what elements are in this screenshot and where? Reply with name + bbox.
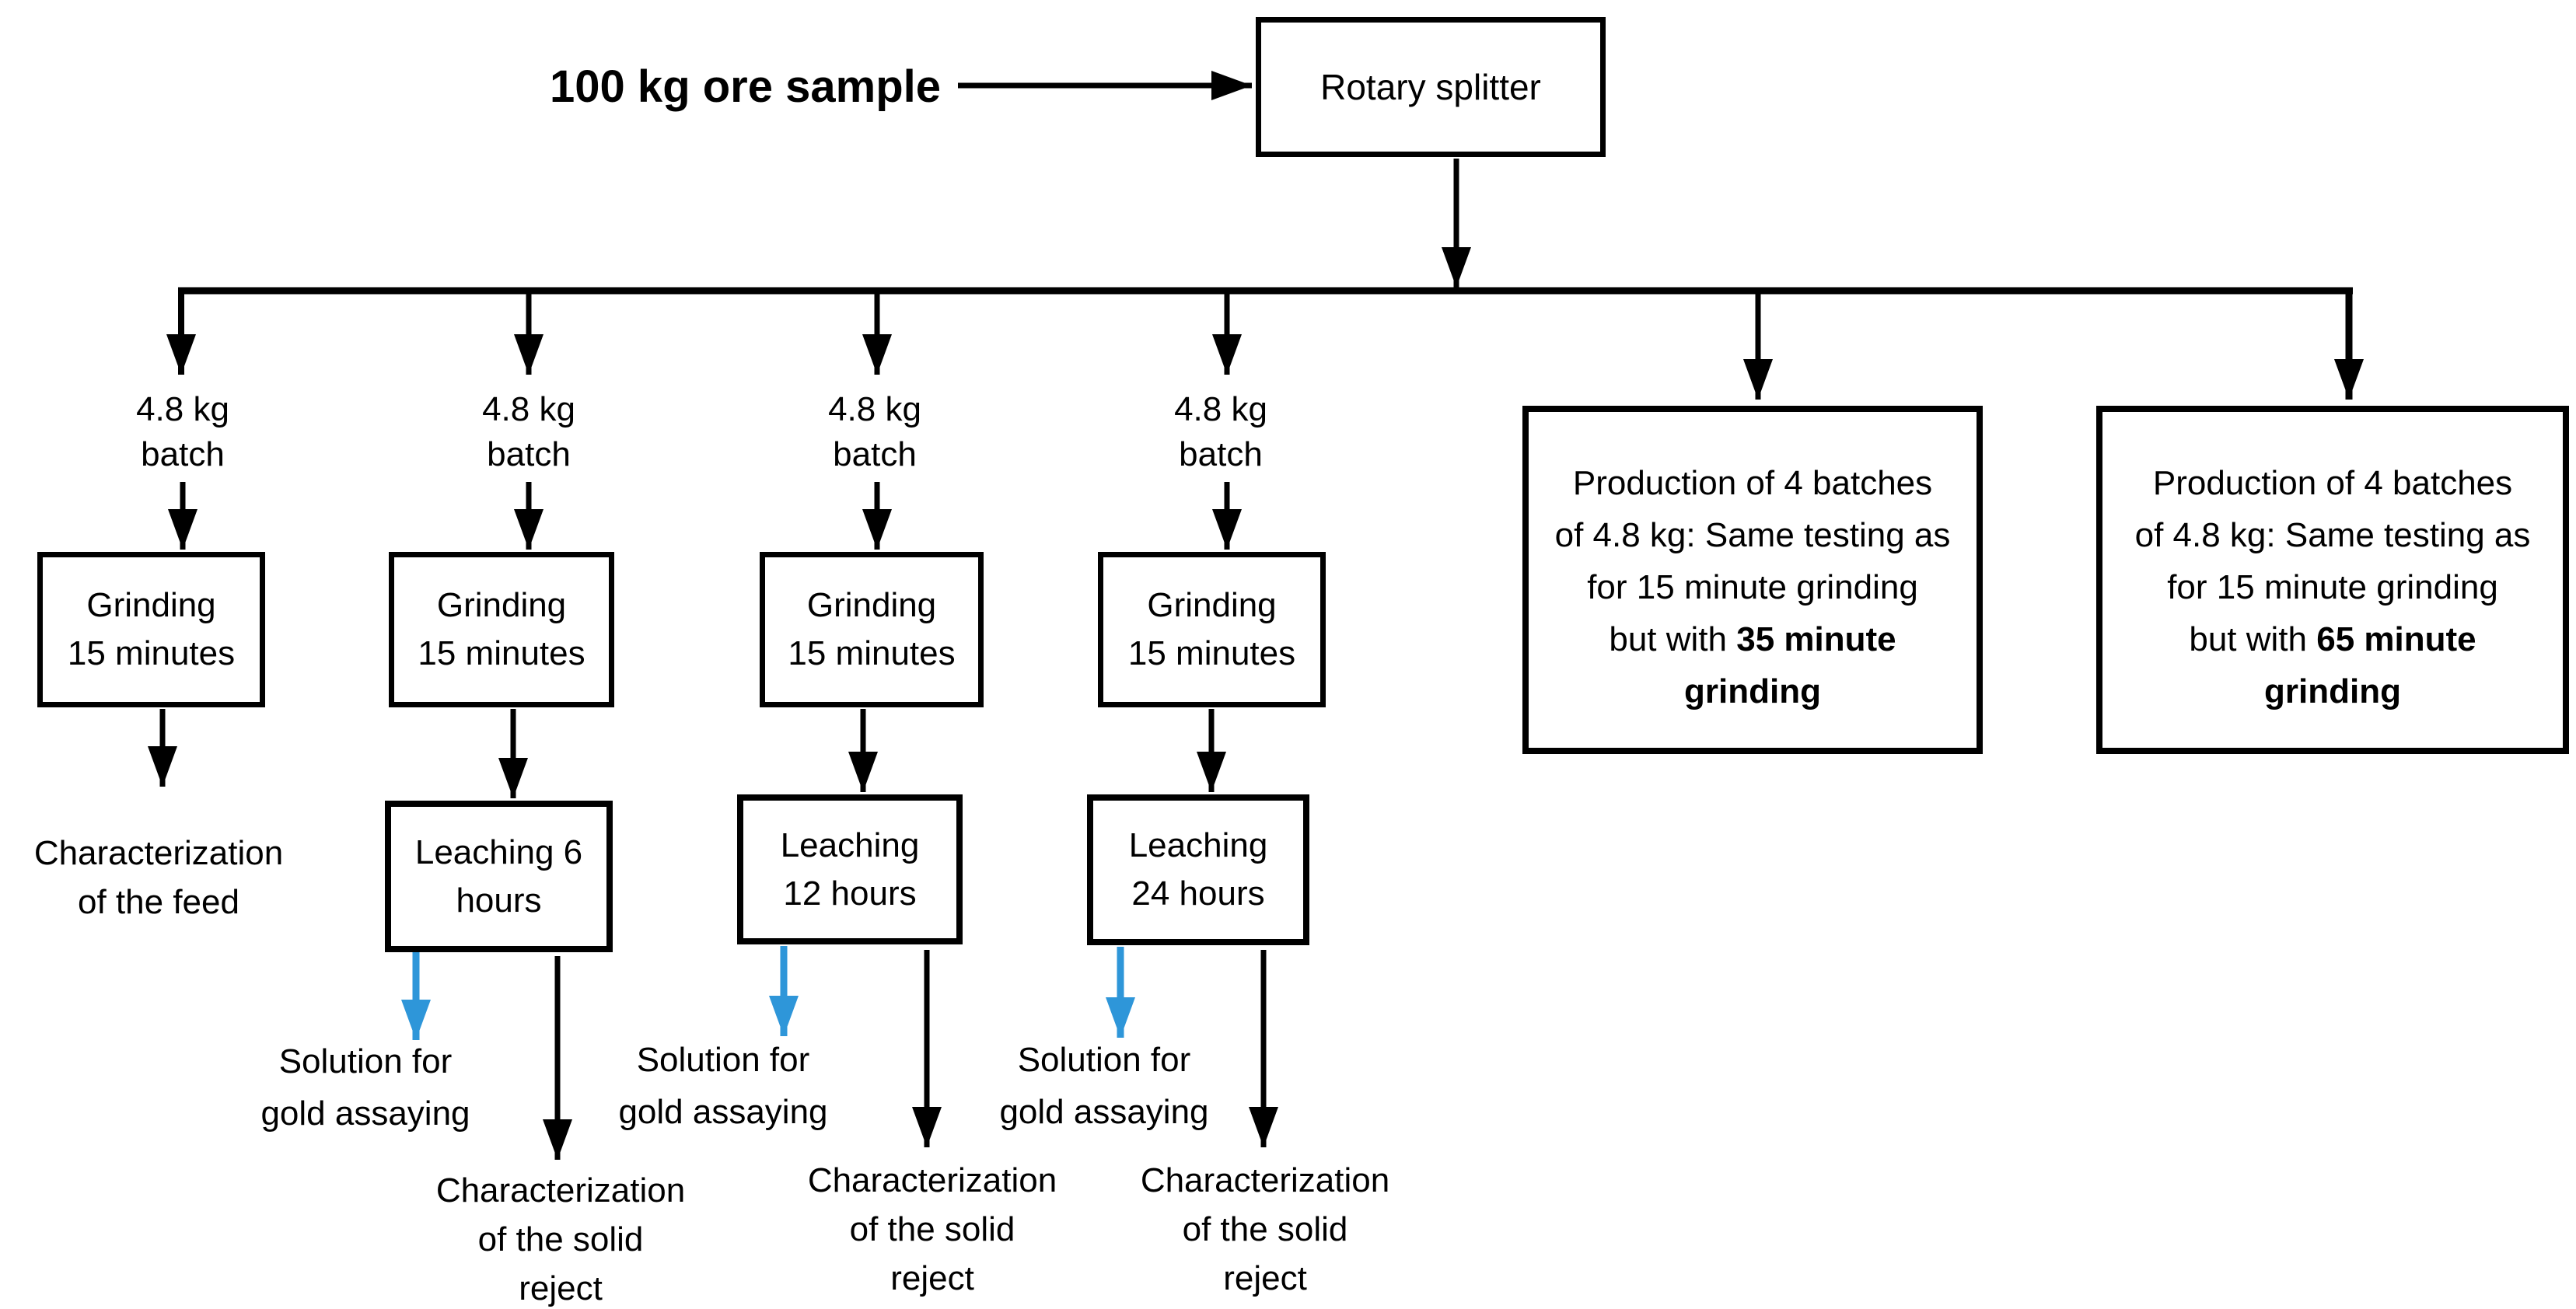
solution-label-line: Solution for [1017, 1041, 1191, 1079]
solution-label-line: gold assaying [618, 1093, 828, 1131]
leaching-label-line: Leaching [1128, 826, 1268, 864]
batch-label-line: 4.8 kg [136, 390, 229, 428]
reject-label-2: Characterization of the solid reject [413, 1166, 708, 1309]
batch-label-1: 4.8 kg batch [89, 387, 276, 477]
production-box-65min: Production of 4 batches of 4.8 kg: Same … [2096, 406, 2569, 754]
grinding-box-4: Grinding 15 minutes [1098, 552, 1326, 707]
rotary-splitter-box: Rotary splitter [1256, 17, 1606, 157]
batch-label-4: 4.8 kg batch [1127, 387, 1314, 477]
reject-label-4: Characterization of the solid reject [1117, 1156, 1413, 1303]
solution-label-2: Solution for gold assaying [241, 1035, 490, 1140]
production-text: for 15 minute grinding [1587, 567, 1918, 606]
batch-label-line: batch [1179, 435, 1263, 473]
grinding-label-line: Grinding [1147, 586, 1277, 624]
leaching-box-12h: Leaching 12 hours [737, 794, 963, 944]
reject-label-line: Characterization [435, 1171, 686, 1210]
production-text: Production of 4 batches [2152, 463, 2513, 502]
reject-label-line: of the solid [1182, 1210, 1348, 1248]
batch-label-line: batch [487, 435, 571, 473]
reject-label-3: Characterization of the solid reject [785, 1156, 1080, 1303]
production-line: Production of 4 batches [2153, 457, 2512, 509]
production-line: for 15 minute grinding [1587, 561, 1918, 613]
production-line: grinding [2264, 665, 2401, 717]
grinding-label-line: 15 minutes [418, 634, 585, 672]
feed-characterization-label: Characterization of the feed [11, 829, 306, 927]
reject-label-line: reject [890, 1259, 974, 1297]
source-label: 100 kg ore sample [550, 61, 941, 112]
grinding-box-2: Grinding 15 minutes [389, 552, 614, 707]
batch-label-line: 4.8 kg [828, 390, 921, 428]
solution-label-4: Solution for gold assaying [980, 1034, 1229, 1138]
production-text: but with [2189, 620, 2317, 658]
leaching-label-line: 12 hours [783, 874, 917, 913]
reject-label-line: reject [519, 1269, 603, 1307]
batch-label-line: 4.8 kg [1174, 390, 1267, 428]
leaching-box-24h: Leaching 24 hours [1087, 794, 1309, 945]
grinding-label-line: Grinding [86, 586, 216, 624]
production-line: but with 65 minute [2189, 613, 2476, 665]
solution-label-line: Solution for [278, 1042, 453, 1080]
leaching-box-6h: Leaching 6 hours [385, 801, 613, 952]
production-text-bold: 65 minute [2316, 620, 2476, 658]
production-text-bold: grinding [1684, 672, 1821, 710]
solution-label-line: gold assaying [999, 1093, 1209, 1131]
reject-label-line: of the solid [477, 1220, 644, 1258]
rotary-splitter-label: Rotary splitter [1320, 67, 1541, 107]
production-text-bold: 35 minute [1736, 620, 1896, 658]
batch-label-3: 4.8 kg batch [781, 387, 968, 477]
batch-label-line: batch [141, 435, 225, 473]
solution-label-line: gold assaying [260, 1094, 470, 1133]
production-line: Production of 4 batches [1573, 457, 1932, 509]
production-text: for 15 minute grinding [2167, 567, 2498, 606]
production-text-bold: grinding [2264, 672, 2401, 710]
solution-label-line: Solution for [636, 1041, 810, 1079]
leaching-label-line: Leaching 6 [414, 833, 583, 871]
grinding-label-line: Grinding [436, 586, 567, 624]
leaching-label-line: Leaching [780, 826, 920, 864]
production-text: of 4.8 kg: Same testing as [1554, 515, 1951, 554]
production-line: of 4.8 kg: Same testing as [1555, 509, 1951, 561]
batch-label-2: 4.8 kg batch [435, 387, 622, 477]
grinding-label-line: 15 minutes [67, 634, 236, 672]
grinding-label-line: 15 minutes [788, 634, 956, 672]
batch-label-line: batch [833, 435, 917, 473]
production-text: but with [1609, 620, 1737, 658]
production-box-35min: Production of 4 batches of 4.8 kg: Same … [1522, 406, 1983, 754]
batch-label-line: 4.8 kg [482, 390, 575, 428]
production-line: grinding [1684, 665, 1821, 717]
solution-label-3: Solution for gold assaying [599, 1034, 848, 1138]
production-text: Production of 4 batches [1572, 463, 1933, 502]
production-line: but with 35 minute [1609, 613, 1896, 665]
feed-characterization-line: of the feed [78, 883, 239, 921]
reject-label-line: of the solid [849, 1210, 1015, 1248]
reject-label-line: Characterization [1140, 1161, 1390, 1199]
grinding-box-3: Grinding 15 minutes [760, 552, 984, 707]
reject-label-line: reject [1223, 1259, 1307, 1297]
reject-label-line: Characterization [807, 1161, 1057, 1199]
production-text: of 4.8 kg: Same testing as [2134, 515, 2531, 554]
production-line: of 4.8 kg: Same testing as [2135, 509, 2531, 561]
grinding-label-line: Grinding [806, 586, 937, 624]
leaching-label-line: 24 hours [1131, 874, 1265, 913]
feed-characterization-line: Characterization [33, 834, 284, 872]
grinding-label-line: 15 minutes [1127, 634, 1296, 672]
grinding-box-1: Grinding 15 minutes [37, 552, 265, 707]
leaching-label-line: hours [456, 881, 542, 920]
production-line: for 15 minute grinding [2167, 561, 2498, 613]
